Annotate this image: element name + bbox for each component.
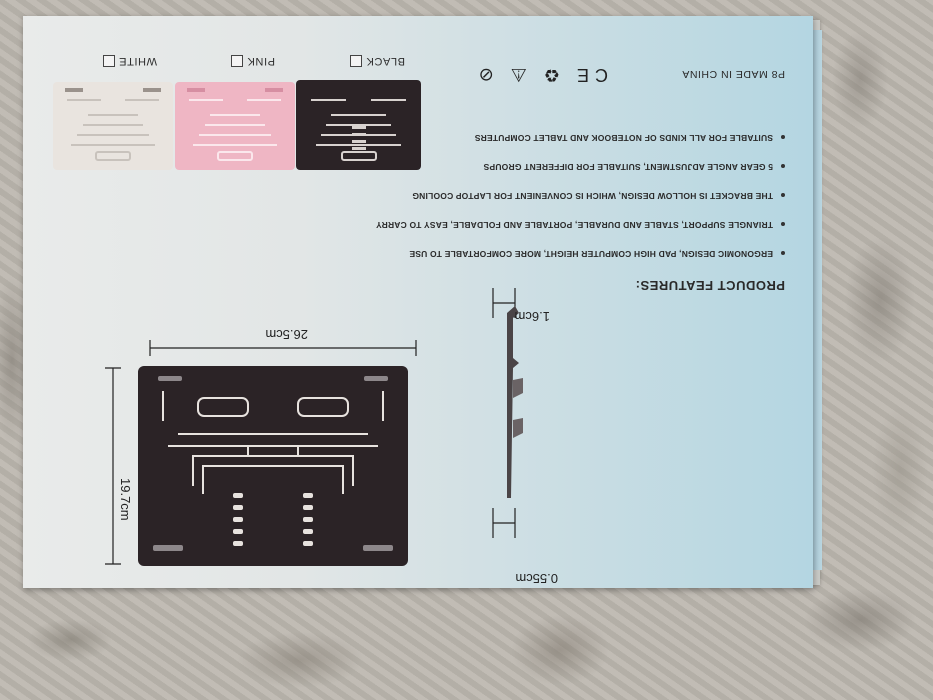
- checkbox-icon: [230, 54, 243, 67]
- feature-text: THE BRACKET IS HOLLOW DESIGN, WHICH IS C…: [412, 191, 773, 201]
- stand-preview-pink: [175, 82, 295, 170]
- checkbox-icon: [349, 54, 362, 67]
- stand-preview-black: [296, 80, 421, 170]
- color-option-black: BLACK: [349, 54, 405, 67]
- color-option-white: WHITE: [102, 54, 157, 67]
- height-dimension-line: [105, 367, 121, 565]
- color-option-pink: PINK: [230, 54, 275, 67]
- feature-text: SUITABLE FOR ALL KINDS OF NOTEBOOK AND T…: [474, 133, 773, 143]
- width-dimension-line: [149, 340, 417, 356]
- bullet-icon: [781, 164, 785, 169]
- bullet-icon: [781, 251, 785, 256]
- side-profile-diagram: [492, 288, 523, 538]
- color-label-black: BLACK: [365, 55, 405, 67]
- feature-item-2: TRIANGLE SUPPORT, STABLE AND DURABLE, PO…: [376, 220, 785, 230]
- box-back-panel: P8 MADE IN CHINA CE ♻ ⚠ ⊘ BLACK PINK WHI…: [23, 16, 813, 588]
- feature-item-5: SUITABLE FOR ALL KINDS OF NOTEBOOK AND T…: [475, 133, 785, 143]
- dimension-height: 19.7cm: [118, 478, 133, 521]
- dimension-width: 26.5cm: [265, 327, 308, 342]
- certification-logos: CE ♻ ⚠ ⊘: [472, 65, 608, 85]
- features-title: PRODUCT FEATURES:: [635, 278, 785, 293]
- dimension-thickness-bottom: 0.55cm: [515, 571, 558, 586]
- feature-text: ERGONOMIC DESIGN, PAD HIGH COMPUTER HEIG…: [409, 249, 773, 259]
- upside-down-content: P8 MADE IN CHINA CE ♻ ⚠ ⊘ BLACK PINK WHI…: [23, 16, 813, 588]
- bullet-icon: [781, 135, 785, 140]
- stand-preview-white: [53, 82, 173, 170]
- stand-main-diagram: [138, 366, 408, 566]
- feature-item-4: 5 GEAR ANGLE ADJUSTMENT, SUITABLE FOR DI…: [483, 162, 785, 172]
- color-label-pink: PINK: [246, 55, 275, 67]
- bullet-icon: [781, 222, 785, 227]
- feature-item-3: THE BRACKET IS HOLLOW DESIGN, WHICH IS C…: [412, 191, 785, 201]
- feature-item-1: ERGONOMIC DESIGN, PAD HIGH COMPUTER HEIG…: [409, 249, 785, 259]
- bullet-icon: [781, 193, 785, 198]
- feature-text: TRIANGLE SUPPORT, STABLE AND DURABLE, PO…: [375, 220, 773, 230]
- color-label-white: WHITE: [118, 55, 157, 67]
- checkbox-icon: [102, 54, 115, 67]
- feature-text: 5 GEAR ANGLE ADJUSTMENT, SUITABLE FOR DI…: [483, 162, 773, 172]
- dimension-thickness-top: 1.6cm: [514, 309, 550, 324]
- model-origin-text: P8 MADE IN CHINA: [681, 68, 785, 80]
